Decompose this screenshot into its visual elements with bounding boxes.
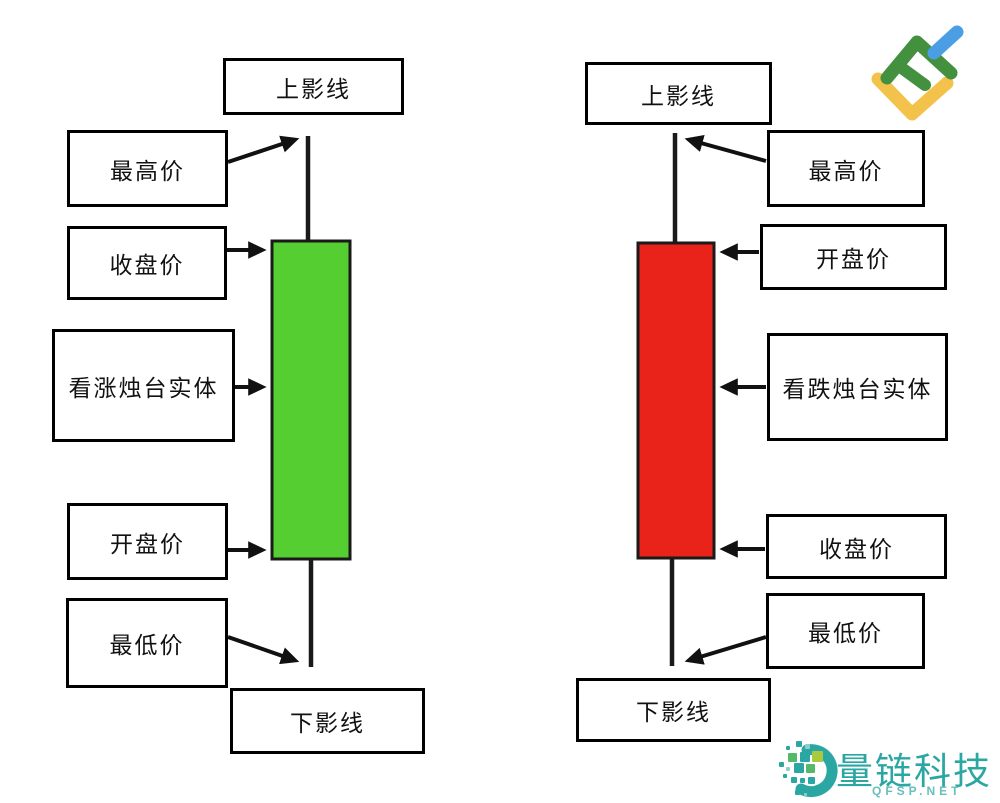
label-box-opening-price-left: 开盘价 <box>67 503 228 580</box>
company-logo-icon <box>779 741 838 798</box>
arrow-highest-to-upper-wick-left <box>227 135 300 164</box>
label-box-highest-price-right: 最高价 <box>767 130 925 207</box>
bullish-candle-body <box>270 239 352 561</box>
label-box-upper-shadow-right: 上影线 <box>585 62 772 125</box>
arrow-lowest-to-lower-wick-left <box>227 635 300 665</box>
litefinance-logo-icon <box>871 25 964 121</box>
label-box-opening-price-right: 开盘价 <box>760 224 947 290</box>
opening-price-label-left: 开盘价 <box>110 530 185 557</box>
label-box-highest-price-left: 最高价 <box>67 130 228 207</box>
company-name: 量链科技 <box>836 751 992 792</box>
lower-shadow-label-right: 下影线 <box>636 699 711 725</box>
highest-price-label-left: 最高价 <box>110 157 185 184</box>
label-box-lowest-price-right: 最低价 <box>766 593 925 669</box>
label-box-upper-shadow-left: 上影线 <box>223 58 404 115</box>
lowest-price-label-left: 最低价 <box>109 632 185 658</box>
bearish-candle-body <box>636 241 716 560</box>
highest-price-label-right: 最高价 <box>808 157 884 184</box>
lowest-price-label-right: 最低价 <box>808 620 883 646</box>
upper-shadow-label-left: 上影线 <box>276 75 351 102</box>
arrow-highest-to-upper-wick-right <box>684 134 767 163</box>
label-box-bullish-body: 看涨烛台实体 <box>52 329 235 442</box>
arrow-lowest-to-lower-wick-right <box>684 635 767 665</box>
label-box-lower-shadow-right: 下影线 <box>576 678 771 742</box>
label-box-bearish-body: 看跌烛台实体 <box>767 333 948 441</box>
label-box-closing-price-left: 收盘价 <box>67 226 227 300</box>
label-box-lower-shadow-left: 下影线 <box>230 688 425 754</box>
label-box-lowest-price-left: 最低价 <box>66 598 228 688</box>
opening-price-label-right: 开盘价 <box>816 246 891 272</box>
company-website: QFSP.NET <box>872 784 963 798</box>
label-box-closing-price-right: 收盘价 <box>766 514 947 579</box>
bearish-body-label: 看跌烛台实体 <box>782 376 933 402</box>
closing-price-label-right: 收盘价 <box>819 535 894 562</box>
lower-shadow-label-left: 下影线 <box>290 710 365 736</box>
upper-shadow-label-right: 上影线 <box>641 82 716 109</box>
closing-price-label-left: 收盘价 <box>109 252 185 278</box>
bullish-body-label: 看涨烛台实体 <box>68 374 219 401</box>
